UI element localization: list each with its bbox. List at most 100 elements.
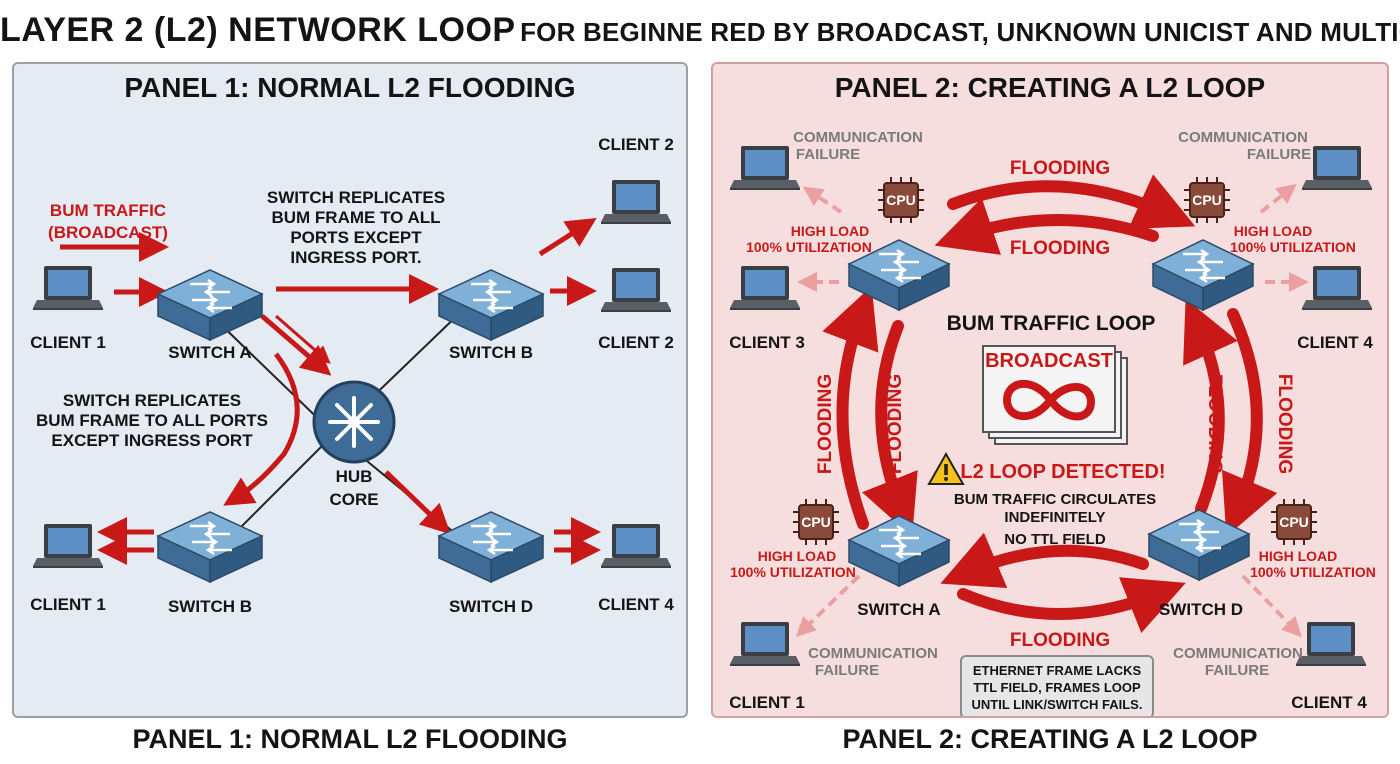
cpu-label-br: CPU bbox=[1279, 514, 1309, 530]
comm-failure-br-1: COMMUNICATION bbox=[1173, 645, 1303, 662]
hub-label-line1: HUB bbox=[336, 467, 373, 486]
arrow-switchb-client2-top bbox=[538, 217, 597, 257]
client-top-left-laptop-icon bbox=[730, 146, 800, 190]
panel1-title: PANEL 1: NORMAL L2 FLOODING bbox=[124, 72, 576, 103]
note-left-line3: EXCEPT INGRESS PORT bbox=[51, 431, 253, 450]
arrow-hub-d-1 bbox=[384, 470, 451, 535]
ethernet-note-line3: UNTIL LINK/SWITCH FAILS. bbox=[972, 697, 1143, 712]
note-top-line2: BUM FRAME TO ALL bbox=[271, 208, 440, 227]
high-load-bl-2: 100% UTILIZATION bbox=[730, 564, 856, 580]
circulates-line1: BUM TRAFFIC CIRCULATES bbox=[954, 491, 1156, 508]
client-top-right-laptop-icon bbox=[1302, 146, 1372, 190]
switch-d-icon bbox=[1147, 508, 1251, 582]
note-top-line4: INGRESS PORT. bbox=[290, 248, 421, 267]
client4-mid-laptop-icon bbox=[1302, 266, 1372, 310]
client2-mid-label: CLIENT 2 bbox=[598, 333, 674, 352]
warning-icon bbox=[927, 451, 965, 485]
client2-mid-laptop-icon bbox=[601, 268, 671, 312]
comm-failure-br-2: FAILURE bbox=[1205, 662, 1269, 679]
comm-failure-bl-1: COMMUNICATION bbox=[808, 645, 938, 662]
panel1-diagram: CLIENT 1 SWITCH A SWITCH B CLIENT 2 CLIE… bbox=[30, 135, 674, 616]
panel1-caption: PANEL 1: NORMAL L2 FLOODING bbox=[132, 724, 568, 754]
client4-bottom-laptop-icon bbox=[1296, 622, 1366, 666]
comm-failure-tl-1: COMMUNICATION bbox=[793, 129, 923, 146]
note-left-line1: SWITCH REPLICATES bbox=[63, 391, 241, 410]
client4-laptop-icon bbox=[601, 524, 671, 568]
ethernet-note-line1: ETHERNET FRAME LACKS bbox=[973, 663, 1142, 678]
loop-arrow-right-outer bbox=[1221, 308, 1278, 537]
fail-arrow-tr bbox=[1259, 183, 1297, 214]
circulates-line2: INDEFINITELY bbox=[1004, 509, 1105, 526]
flooding-left-inner: FLOODING bbox=[885, 374, 906, 474]
infinity-loop-icon bbox=[1002, 379, 1096, 421]
switch-a-label: SWITCH A bbox=[857, 600, 940, 619]
note-top-line1: SWITCH REPLICATES bbox=[267, 188, 445, 207]
comm-failure-tr-1: COMMUNICATION bbox=[1178, 129, 1308, 146]
flooding-left-outer: FLOODING bbox=[815, 374, 836, 474]
switch-b-bottom-label: SWITCH B bbox=[168, 597, 252, 616]
client1-top-label: CLIENT 1 bbox=[30, 333, 106, 352]
flooding-right-inner: FLOODING bbox=[1204, 374, 1225, 474]
hub-label-line2: CORE bbox=[329, 490, 378, 509]
panel2-title: PANEL 2: CREATING A L2 LOOP bbox=[834, 72, 1266, 103]
panel-l2-loop: PANEL 2: CREATING A L2 LOOP bbox=[711, 62, 1389, 718]
link-hub-bbottom bbox=[233, 433, 335, 535]
cpu-label-bl: CPU bbox=[801, 514, 831, 530]
high-load-tr-2: 100% UTILIZATION bbox=[1230, 239, 1356, 255]
high-load-br-1: HIGH LOAD bbox=[1259, 548, 1338, 564]
panel2-diagram: CPU CPU CPU CPU FLOODING F bbox=[729, 129, 1376, 716]
switch-b-top-icon bbox=[437, 268, 545, 342]
switch-b-top-label: SWITCH B bbox=[449, 343, 533, 362]
client3-label: CLIENT 3 bbox=[729, 333, 805, 352]
flooding-bottom: FLOODING bbox=[1010, 630, 1110, 651]
comm-failure-bl-2: FAILURE bbox=[815, 662, 879, 679]
bum-label-line2: (BROADCAST) bbox=[48, 223, 168, 242]
fail-arrow-client1 bbox=[795, 574, 861, 637]
switch-d-label: SWITCH D bbox=[1159, 600, 1243, 619]
client3-laptop-icon bbox=[730, 266, 800, 310]
panel2-caption: PANEL 2: CREATING A L2 LOOP bbox=[842, 724, 1258, 754]
loop-arrow-left-inner bbox=[862, 320, 918, 537]
switch-a-label: SWITCH A bbox=[168, 343, 251, 362]
comm-failure-tr-2: FAILURE bbox=[1247, 146, 1311, 163]
loop-arrow-top-outer bbox=[947, 174, 1196, 229]
client2-top-laptop-icon bbox=[601, 180, 671, 224]
loop-arrow-right-inner bbox=[1183, 298, 1238, 515]
switch-d-label: SWITCH D bbox=[449, 597, 533, 616]
ethernet-note-line2: TTL FIELD, FRAMES LOOP bbox=[973, 680, 1141, 695]
high-load-tl-1: HIGH LOAD bbox=[791, 223, 870, 239]
loop-title: BUM TRAFFIC LOOP bbox=[947, 312, 1156, 335]
loop-arrow-bottom-outer bbox=[957, 577, 1186, 633]
loop-arrow-bottom-inner bbox=[940, 532, 1149, 588]
ethernet-note-box bbox=[960, 655, 1154, 716]
hub-icon bbox=[312, 380, 396, 464]
arrow-switcha-hub-1 bbox=[260, 314, 332, 376]
switch-d-icon bbox=[437, 510, 545, 584]
high-load-tr-1: HIGH LOAD bbox=[1234, 223, 1313, 239]
switch-a-icon bbox=[156, 268, 264, 342]
loop-arrow-top-inner bbox=[934, 197, 1159, 255]
page-title: LAYER 2 (L2) NETWORK LOOP FOR BEGINNE RE… bbox=[0, 8, 1400, 59]
client4-mid-label: CLIENT 4 bbox=[1297, 333, 1373, 352]
panel-normal-flooding: PANEL 1: NORMAL L2 FLOODING bbox=[12, 62, 688, 718]
arrow-switcha-hub-2 bbox=[275, 314, 331, 364]
client4-label: CLIENT 4 bbox=[598, 595, 674, 614]
broadcast-label: BROADCAST bbox=[985, 350, 1113, 372]
high-load-br-2: 100% UTILIZATION bbox=[1250, 564, 1376, 580]
note-top-line3: PORTS EXCEPT bbox=[290, 228, 422, 247]
broadcast-card bbox=[982, 345, 1128, 445]
client1-label: CLIENT 1 bbox=[729, 693, 805, 712]
high-load-bl-1: HIGH LOAD bbox=[758, 548, 837, 564]
bum-label-line1: BUM TRAFFIC bbox=[50, 201, 166, 220]
flooding-top-inner: FLOODING bbox=[1010, 238, 1110, 259]
cpu-label-tl: CPU bbox=[886, 192, 916, 208]
client1-laptop-icon bbox=[730, 622, 800, 666]
flooding-right-outer: FLOODING bbox=[1274, 374, 1295, 474]
note-left-line2: BUM FRAME TO ALL PORTS bbox=[36, 411, 268, 430]
fail-arrow-tl bbox=[802, 186, 843, 214]
title-main: LAYER 2 (L2) NETWORK LOOP bbox=[0, 11, 516, 49]
client4-bottom-label: CLIENT 4 bbox=[1291, 693, 1367, 712]
client1-bottom-label: CLIENT 1 bbox=[30, 595, 106, 614]
arrow-curve-down bbox=[223, 352, 300, 506]
comm-failure-tl-2: FAILURE bbox=[796, 146, 860, 163]
